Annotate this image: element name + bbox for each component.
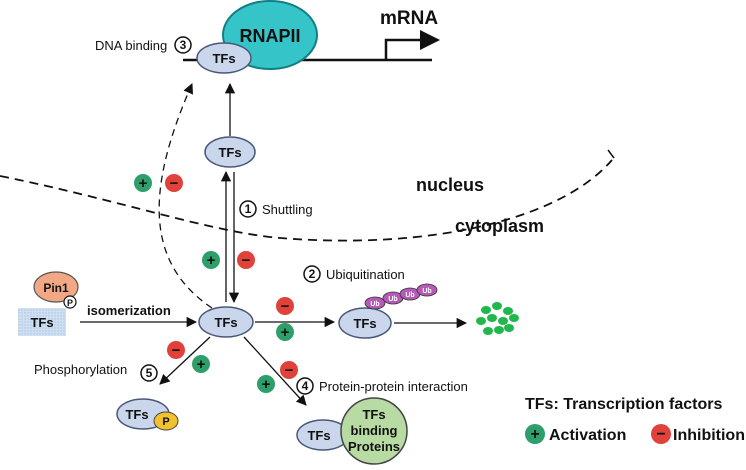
step-2-badge <box>303 265 321 283</box>
binding-proteins-line1: TFs <box>362 407 385 422</box>
phospho-group-label: P <box>162 416 169 428</box>
interaction-activation-sign: + <box>257 375 275 393</box>
shuttling-label: Shuttling <box>262 202 313 217</box>
ubiquitin-chain: Ub Ub Ub Ub <box>364 283 438 310</box>
protein-interaction-label: Protein-protein interaction <box>319 379 468 394</box>
svg-text:+: + <box>281 324 290 341</box>
svg-text:+: + <box>530 426 539 443</box>
pin1-label: Pin1 <box>43 281 69 295</box>
svg-text:−: − <box>242 252 251 269</box>
svg-text:Ub: Ub <box>405 292 414 299</box>
shuttling-inhibition-sign: − <box>237 251 255 269</box>
arrow-protein-interaction <box>243 336 307 406</box>
phosphorylation-inhibition-sign: − <box>167 341 185 359</box>
pin1-enzyme <box>33 271 79 303</box>
degraded-fragments <box>476 302 519 335</box>
dna-binding-label: DNA binding <box>95 38 167 53</box>
tf-ubiquitinated-label: TFs <box>353 316 376 331</box>
svg-text:−: − <box>172 342 181 359</box>
tf-nuclear <box>204 136 256 168</box>
tf-unisomerized <box>18 308 66 336</box>
dna-binding-inhibition-sign: − <box>165 174 183 192</box>
arrow-phosphorylation <box>159 336 211 385</box>
svg-text:+: + <box>197 356 206 373</box>
step-5-badge <box>140 364 158 382</box>
cytoplasm-label: cytoplasm <box>455 216 544 236</box>
nuclear-envelope <box>0 159 613 242</box>
step-4-badge <box>296 377 314 395</box>
tf-dna-bound-label: TFs <box>212 51 235 66</box>
ubiquitination-inhibition-sign: − <box>276 297 294 315</box>
mrna-label: mRNA <box>380 8 438 29</box>
svg-text:Ub: Ub <box>422 288 431 295</box>
ubiquitination-label: Ubiquitination <box>326 267 405 282</box>
step-4-number: 4 <box>302 379 309 393</box>
rnapii-label: RNAPII <box>239 26 300 46</box>
legend-inhibition-sign: − <box>651 424 671 444</box>
tf-dna-bound <box>196 42 252 74</box>
legend-activation-sign: + <box>525 424 545 444</box>
svg-text:−: − <box>281 298 290 315</box>
tf-unisomerized-label: TFs <box>30 315 53 330</box>
svg-text:+: + <box>139 175 148 192</box>
nucleus-label: nucleus <box>416 175 484 195</box>
tf-cytoplasmic <box>198 306 254 338</box>
svg-text:+: + <box>207 252 216 269</box>
tf-nuclear-label: TFs <box>218 145 241 160</box>
binding-proteins <box>340 397 408 465</box>
svg-text:Ub: Ub <box>388 296 397 303</box>
transcription-start-arrow <box>384 30 440 60</box>
tf-phosphorylated-label: TFs <box>125 407 148 422</box>
svg-text:Ub: Ub <box>370 301 379 308</box>
step-2-number: 2 <box>309 267 316 281</box>
ubiquitination-activation-sign: + <box>276 323 294 341</box>
legend-title: TFs: Transcription factors <box>525 396 722 413</box>
step-5-number: 5 <box>146 366 153 380</box>
isomerization-label: isomerization <box>87 303 171 318</box>
pin1-phospho-label: P <box>67 298 73 308</box>
tf-bound-partner-label: TFs <box>307 428 330 443</box>
interaction-inhibition-sign: − <box>280 361 298 379</box>
binding-proteins-line2: binding <box>351 423 398 438</box>
shuttling-activation-sign: + <box>202 251 220 269</box>
arrow-dna-binding <box>158 83 213 309</box>
phospho-group <box>153 411 179 431</box>
phosphorylation-activation-sign: + <box>192 355 210 373</box>
legend-inhibition-label: Inhibition <box>673 427 745 444</box>
legend-activation-label: Activation <box>549 427 626 444</box>
binding-proteins-line3: Proteins <box>348 439 400 454</box>
tf-ubiquitinated <box>338 307 392 339</box>
nuclear-envelope-tip <box>607 149 615 159</box>
svg-text:+: + <box>262 376 271 393</box>
pin1-phospho-badge <box>63 295 77 309</box>
svg-text:−: − <box>656 426 665 443</box>
step-3-number: 3 <box>180 38 187 52</box>
phosphorylation-label: Phosphorylation <box>34 362 127 377</box>
svg-text:−: − <box>170 175 179 192</box>
step-3-badge <box>174 36 192 54</box>
tf-cytoplasmic-label: TFs <box>214 315 237 330</box>
dna-binding-activation-sign: + <box>134 174 152 192</box>
step-1-number: 1 <box>245 202 252 216</box>
step-1-badge <box>239 200 257 218</box>
svg-text:−: − <box>285 362 294 379</box>
